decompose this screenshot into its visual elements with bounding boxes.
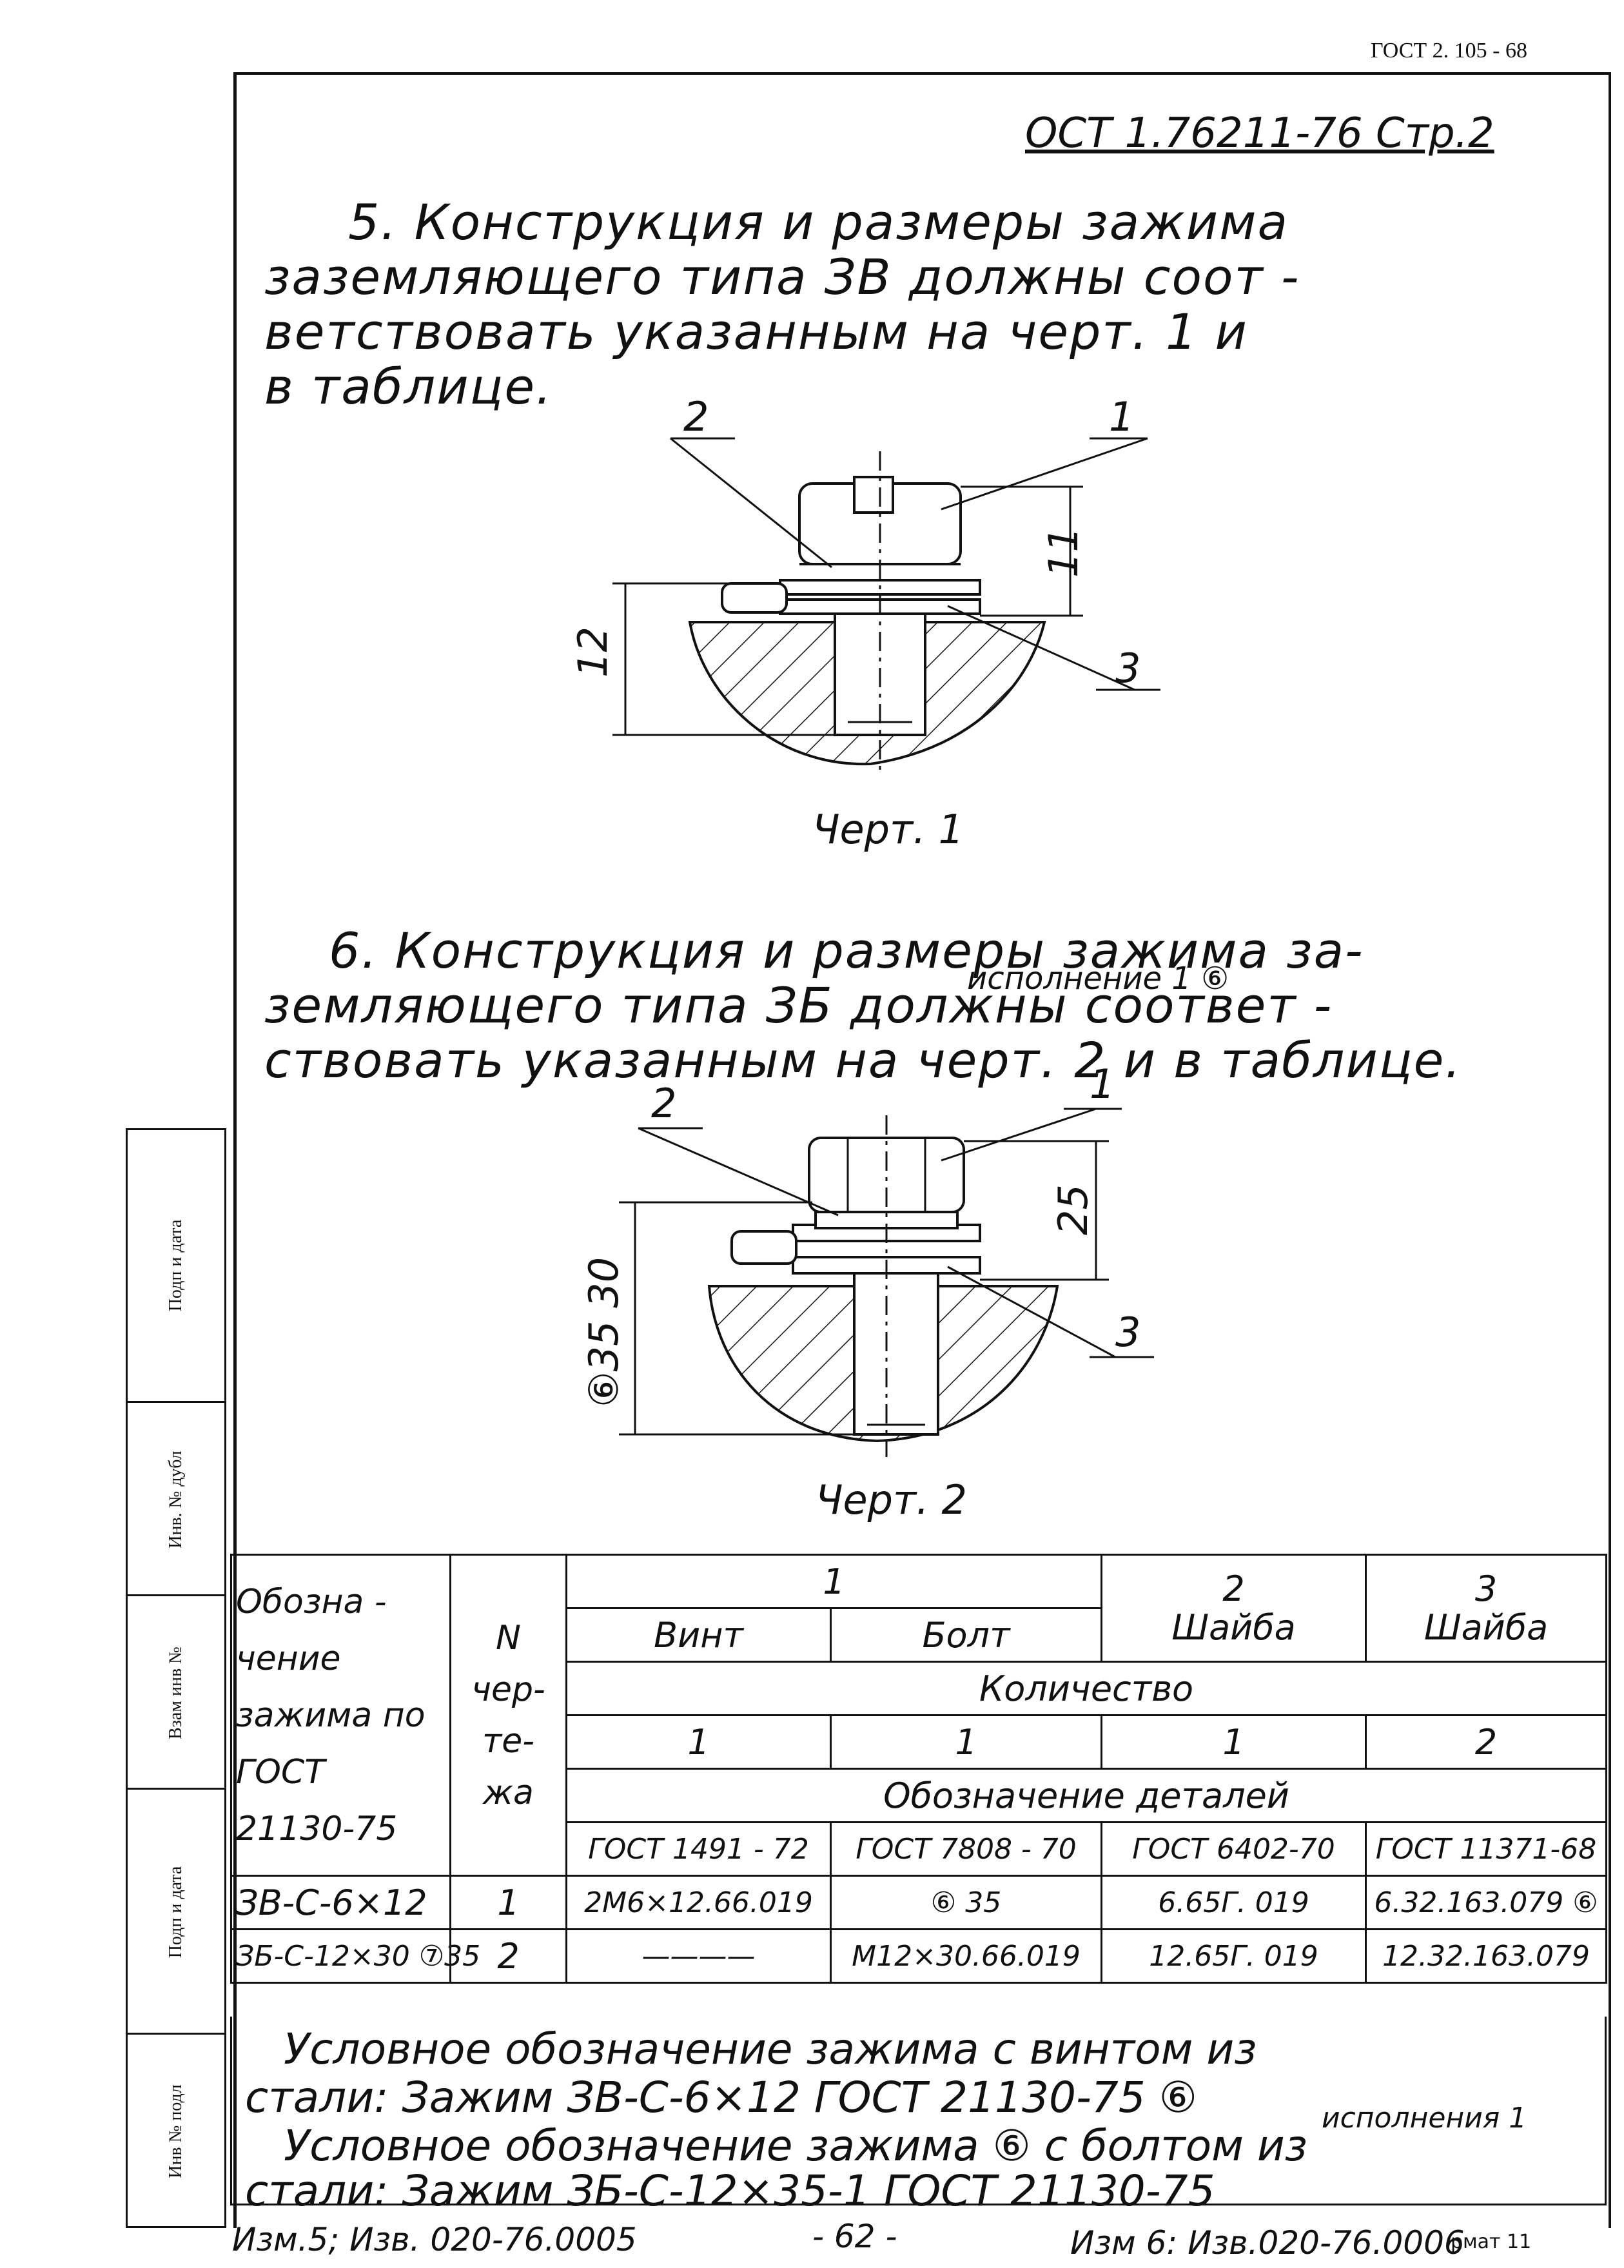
h-pos-1: 1: [565, 1554, 1103, 1609]
fig1-dim-12: 12: [569, 627, 616, 678]
footer-format: рмат 11: [1451, 2231, 1532, 2253]
fig2-dim-25: 25: [1049, 1184, 1097, 1235]
h-part-3: Шайба: [1171, 1607, 1296, 1648]
row2-designation: ЗБ-С-12×30 ⑦35: [230, 1928, 480, 1984]
gost-header-ref: ГОСТ 2. 105 - 68: [1370, 39, 1527, 63]
fig2-dim-left: ⑥35 30: [580, 1256, 628, 1408]
h-qty-4: 2: [1365, 1714, 1608, 1770]
row1-cell-2: ⑥ 35: [829, 1875, 1103, 1930]
side-cell-2: Инв. № дубл: [128, 1401, 224, 1596]
fig1-caption: Черт. 1: [812, 806, 964, 853]
footer-page-number: - 62 -: [812, 2218, 897, 2255]
ost-page-ref: ОСТ 1.76211-76 Стр.2: [1025, 110, 1494, 157]
row2-cell-1: ————: [565, 1928, 832, 1984]
side-label-1: Подп и дата: [166, 1219, 186, 1312]
side-cell-3: Взам инв №: [128, 1594, 224, 1790]
fig1-callout-1: 1: [1109, 393, 1135, 440]
note-line1: Условное обозначение зажима с винтом из: [284, 2024, 1257, 2074]
h-part-1: Винт: [565, 1607, 832, 1663]
table-row: ЗВ-С-6×12 1 2М6×12.66.019 ⑥ 35 6.65Г. 01…: [230, 1875, 1608, 1930]
row1-n: 1: [449, 1875, 567, 1930]
h-gost-2: ГОСТ 7808 - 70: [829, 1821, 1103, 1877]
h-gost-4: ГОСТ 11371-68: [1365, 1821, 1608, 1877]
section5-line2: заземляющего типа ЗВ должны соот -: [264, 248, 1300, 306]
section6-insert: исполнение 1 ⑥: [967, 961, 1229, 997]
section5-line1: 5. Конструкция и размеры зажима: [348, 193, 1289, 251]
h-pos-2-num: 2: [1222, 1568, 1245, 1609]
h-qty-2: 1: [829, 1714, 1103, 1770]
fig2-callout-3: 3: [1115, 1309, 1141, 1356]
h-qty-3: 1: [1101, 1714, 1367, 1770]
note-line3: Условное обозначение зажима ⑥ с болтом и…: [284, 2121, 1307, 2171]
fig2-callout-1: 1: [1090, 1061, 1115, 1108]
spec-table: Обозна - чение зажима по ГОСТ 21130-75 N…: [230, 1554, 1608, 1984]
fig1-callout-3: 3: [1115, 645, 1141, 692]
side-cell-1: Подп и дата: [128, 1130, 224, 1401]
h-part-4: Шайба: [1423, 1607, 1549, 1648]
side-label-4: Подп и дата: [166, 1866, 186, 1959]
note-line2: стали: Зажим ЗВ-С-6×12 ГОСТ 21130-75 ⑥: [245, 2073, 1197, 2122]
table-row: ЗБ-С-12×30 ⑦35 2 ———— М12×30.66.019 12.6…: [230, 1928, 1608, 1984]
row1-cell-3: 6.65Г. 019: [1101, 1875, 1367, 1930]
fig2-caption: Черт. 2: [816, 1476, 967, 1523]
row1-cell-1: 2М6×12.66.019: [565, 1875, 832, 1930]
section5-line3: ветствовать указанным на черт. 1 и: [264, 303, 1248, 360]
fig2-callout-2: 2: [651, 1080, 677, 1127]
side-cell-5: Инв № подл: [128, 2033, 224, 2228]
side-label-2: Инв. № дубл: [166, 1451, 186, 1549]
h-details-label: Обозначение деталей: [565, 1768, 1608, 1823]
footer-left: Изм.5; Изв. 020-76.0005: [232, 2221, 637, 2258]
section6-line3: ствовать указанным на черт. 2 и в таблиц…: [264, 1031, 1462, 1089]
row2-cell-2: М12×30.66.019: [829, 1928, 1103, 1984]
row1-cell-4: 6.32.163.079 ⑥: [1365, 1875, 1608, 1930]
row2-cell-3: 12.65Г. 019: [1101, 1928, 1367, 1984]
side-label-3: Взам инв №: [166, 1647, 186, 1739]
h-pos-3-num: 3: [1474, 1568, 1498, 1609]
side-stamp-strip: Подп и дата Инв. № дубл Взам инв № Подп …: [126, 1128, 226, 2228]
notes-box: [230, 2017, 1607, 2205]
footer-right: Изм 6: Изв.020-76.0006: [1070, 2224, 1465, 2262]
h-part-2: Болт: [829, 1607, 1103, 1663]
fig1-dim-11: 11: [1039, 527, 1087, 578]
side-cell-4: Подп и дата: [128, 1788, 224, 2035]
h-n: N чер- те- жа: [449, 1554, 567, 1877]
h-qty-1: 1: [565, 1714, 832, 1770]
page-frame: [233, 72, 1611, 2228]
h-qty-label: Количество: [565, 1661, 1608, 1716]
fig1-callout-2: 2: [683, 393, 709, 440]
row2-cell-4: 12.32.163.079: [1365, 1928, 1608, 1984]
h-designation: Обозна - чение зажима по ГОСТ 21130-75: [230, 1554, 451, 1877]
h-gost-3: ГОСТ 6402-70: [1101, 1821, 1367, 1877]
side-label-5: Инв № подл: [166, 2084, 186, 2178]
section5-line4: в таблице.: [264, 358, 553, 415]
note-line2-sup: исполнения 1: [1322, 2102, 1527, 2135]
h-gost-1: ГОСТ 1491 - 72: [565, 1821, 832, 1877]
row1-designation: ЗВ-С-6×12: [230, 1875, 451, 1930]
section6-line1: 6. Конструкция и размеры зажима за-: [329, 922, 1364, 979]
note-line4: стали: Зажим ЗБ-С-12×35-1 ГОСТ 21130-75: [245, 2166, 1215, 2216]
section6-line2: земляющего типа ЗБ должны соответ -: [264, 977, 1333, 1034]
row2-n: 2: [449, 1928, 567, 1984]
